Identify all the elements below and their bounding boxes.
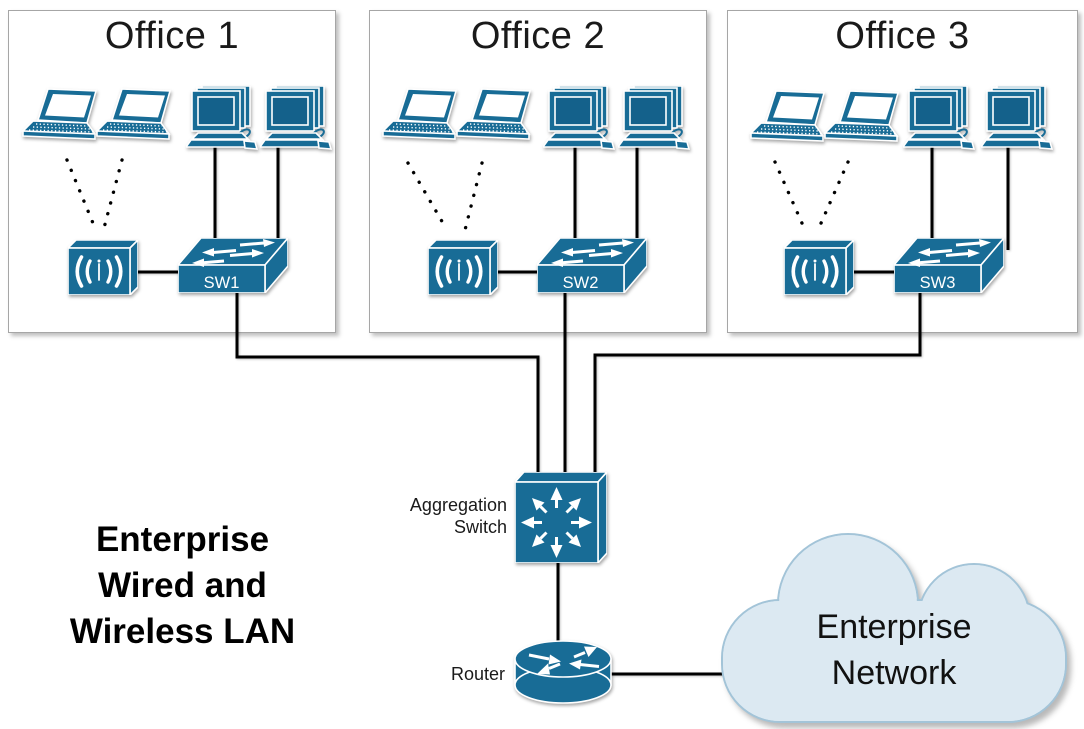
aggregation-switch-icon	[515, 472, 607, 563]
wireless-link-laptop2-ap1	[102, 158, 124, 230]
laptop-icon	[824, 90, 899, 142]
wireless-ap-icon	[428, 240, 498, 295]
wireless-link-laptop2-ap2	[463, 161, 484, 232]
cloud-shape	[721, 533, 1067, 723]
laptop-icon	[456, 88, 531, 140]
wireless-link-laptop1-ap2	[406, 161, 449, 232]
link-sw1-aggregation	[235, 293, 540, 480]
wireless-ap-icon	[784, 240, 854, 295]
office-1-title: Office 1	[104, 15, 240, 57]
switch-label: SW1	[203, 274, 240, 292]
office-2-title: Office 2	[470, 15, 606, 57]
router-label: Router	[450, 664, 505, 684]
router-icon	[513, 639, 613, 705]
wireless-link-laptop1-ap3	[773, 160, 807, 232]
wireless-ap-icon	[68, 240, 138, 295]
office-1-panel	[8, 10, 336, 333]
laptop-icon	[750, 90, 825, 142]
laptop-icon	[22, 88, 97, 140]
desktop-pc-icon	[543, 86, 615, 150]
desktop-pc-icon	[981, 86, 1053, 150]
desktop-pc-icon	[903, 86, 975, 150]
cloud-label-line2: Network	[831, 654, 957, 692]
desktop-pc-icon	[186, 86, 258, 150]
desktop-pc-icon	[260, 86, 332, 150]
laptop-icon	[382, 88, 457, 140]
link-sw3-aggregation	[593, 293, 922, 480]
wireless-link-laptop2-ap3	[816, 160, 850, 232]
switch-label: SW3	[919, 274, 956, 292]
switch-label: SW2	[562, 274, 599, 292]
cloud-label-line1: Enterprise	[816, 608, 972, 646]
office-3-title: Office 3	[835, 15, 970, 57]
wireless-link-laptop1-ap1	[65, 158, 97, 230]
laptop-icon	[96, 88, 171, 140]
desktop-pc-icon	[618, 86, 690, 150]
aggregation-switch-label: Aggregation Switch	[409, 495, 507, 537]
diagram-title: Enterprise Wired and Wireless LAN	[69, 520, 296, 651]
